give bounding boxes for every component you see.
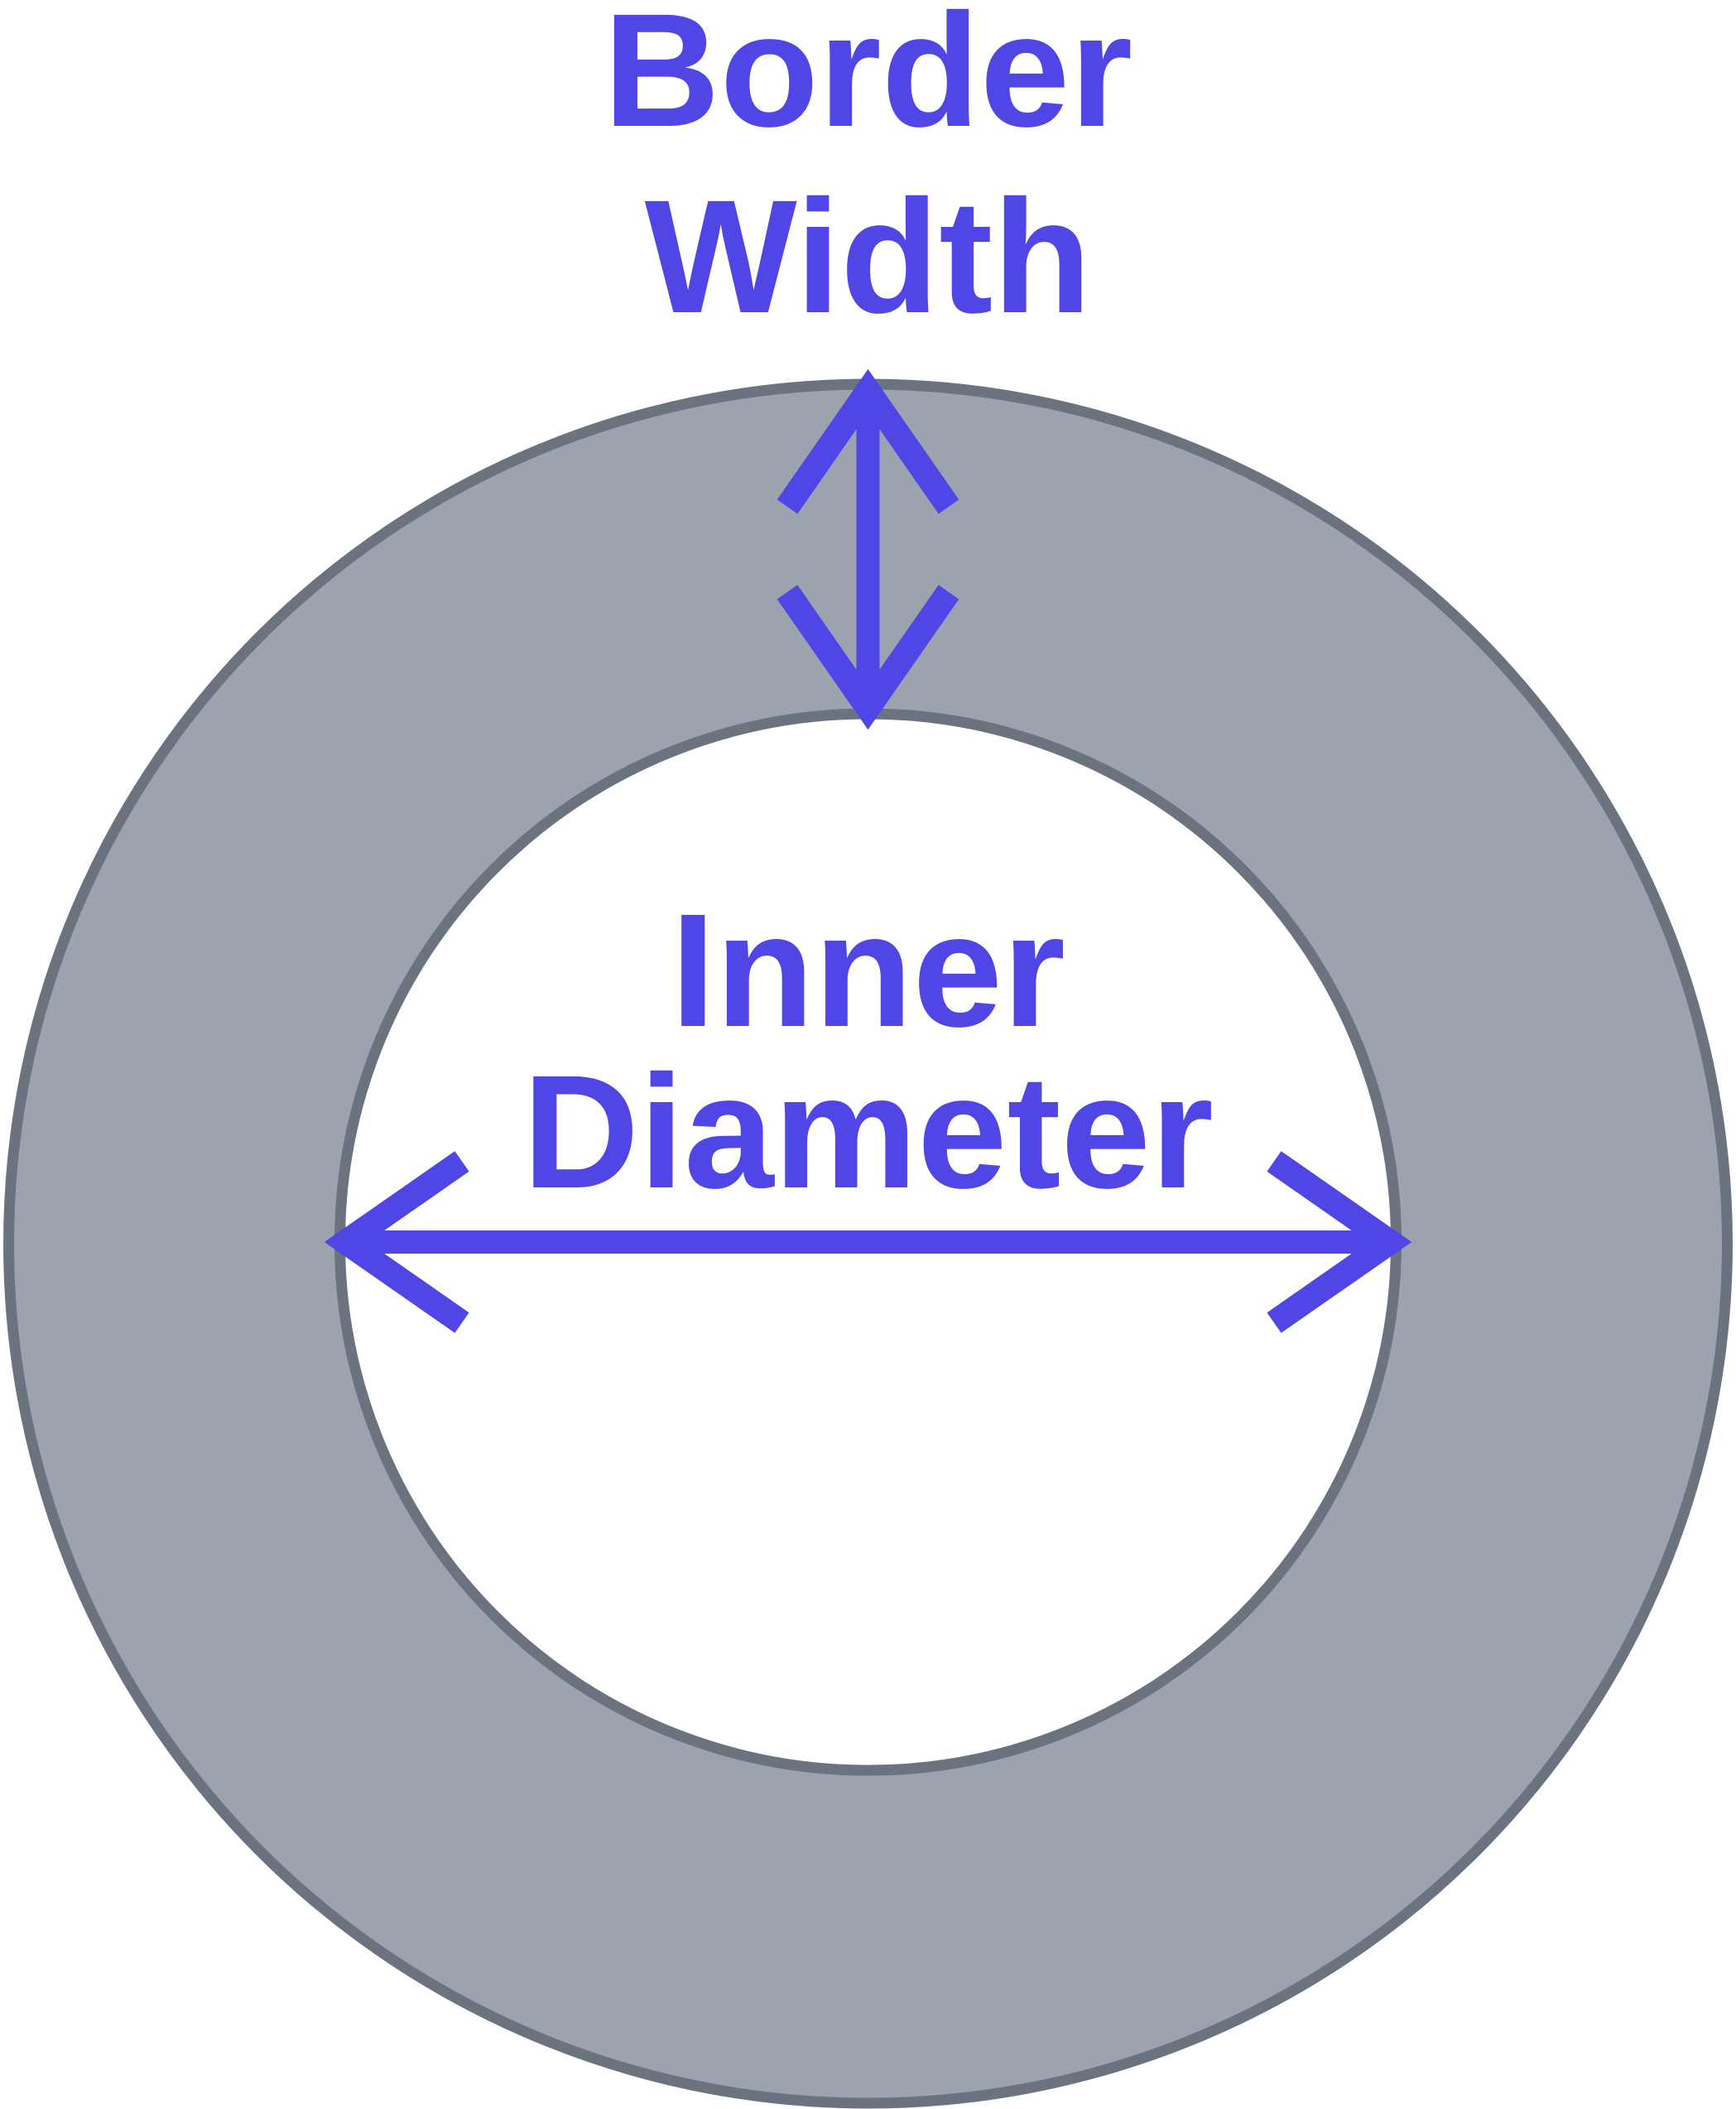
inner-diameter-arrowhead-left bbox=[324, 1151, 469, 1333]
border-width-arrowhead-down bbox=[777, 585, 959, 730]
inner-diameter-arrow-icon bbox=[324, 1151, 1412, 1333]
border-width-arrow-icon bbox=[777, 368, 959, 730]
inner-diameter-arrowhead-right bbox=[1267, 1151, 1412, 1333]
border-width-arrowhead-up bbox=[777, 368, 959, 514]
